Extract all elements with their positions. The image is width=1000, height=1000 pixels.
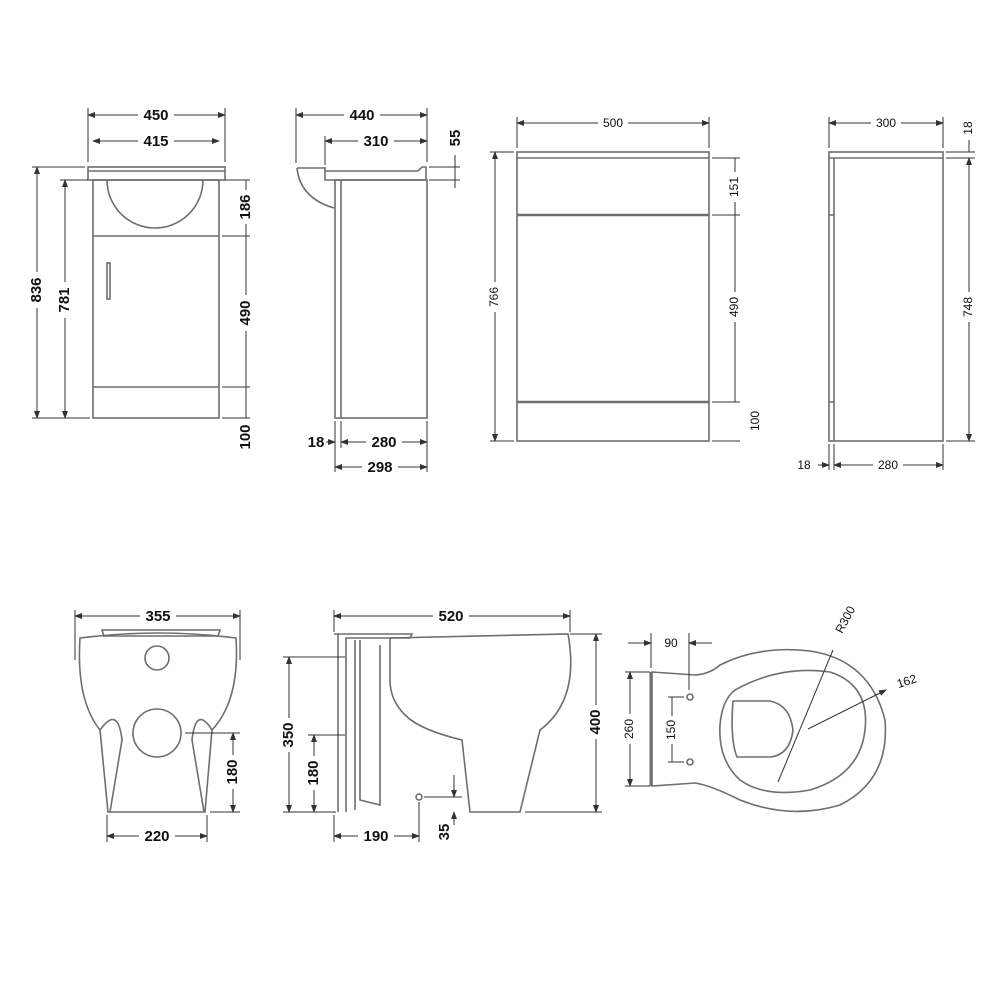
dim-298: 298 xyxy=(367,459,392,476)
toilet-side-view: 520 400 350 180 190 35 xyxy=(280,607,605,845)
dim-766: 766 xyxy=(487,287,501,307)
wc-unit-front-view: 500 766 151 490 100 xyxy=(487,116,762,442)
dim-260: 260 xyxy=(622,719,636,739)
vanity-side-view: 440 310 55 18 280 298 xyxy=(295,106,464,476)
dim-415: 415 xyxy=(143,133,168,150)
dim-280: 280 xyxy=(371,434,396,451)
dim-748: 748 xyxy=(961,297,975,317)
toilet-front-view: 355 220 180 xyxy=(74,607,242,845)
wc-unit-side-view: 300 18 748 18 280 xyxy=(797,116,976,472)
dim-r300: R300 xyxy=(832,603,858,635)
dim-490: 490 xyxy=(237,300,254,325)
dim-500: 500 xyxy=(603,116,623,130)
dim-55: 55 xyxy=(447,130,464,147)
dim-300: 300 xyxy=(876,116,896,130)
dim-355: 355 xyxy=(145,608,170,625)
dim-162: 162 xyxy=(895,671,919,691)
dim-186: 186 xyxy=(237,194,254,219)
dim-35: 35 xyxy=(436,824,453,841)
vanity-front-view: 450 415 836 781 186 490 100 xyxy=(28,106,255,450)
dim-781: 781 xyxy=(56,287,73,312)
dim-220: 220 xyxy=(144,828,169,845)
dim-100-wc: 100 xyxy=(748,411,762,431)
dim-310: 310 xyxy=(363,133,388,150)
dim-400: 400 xyxy=(587,709,604,734)
dim-18-bottom: 18 xyxy=(797,458,811,472)
dim-190: 190 xyxy=(363,828,388,845)
dim-18-top: 18 xyxy=(961,121,975,135)
dim-280-wc: 280 xyxy=(878,458,898,472)
dim-490-wc: 490 xyxy=(727,297,741,317)
dim-836: 836 xyxy=(28,277,45,302)
dim-100: 100 xyxy=(237,424,254,449)
toilet-plan-view: R300 162 90 260 150 xyxy=(622,603,919,813)
dim-90: 90 xyxy=(664,636,678,650)
dim-180-front: 180 xyxy=(224,759,241,784)
dim-180-side: 180 xyxy=(305,760,322,785)
dim-151: 151 xyxy=(727,177,741,197)
dim-18: 18 xyxy=(308,434,325,451)
dim-150: 150 xyxy=(664,720,678,740)
dim-350: 350 xyxy=(280,722,297,747)
dim-440: 440 xyxy=(349,107,374,124)
dim-450: 450 xyxy=(143,107,168,124)
dim-520: 520 xyxy=(438,608,463,625)
door-handle xyxy=(106,262,111,300)
